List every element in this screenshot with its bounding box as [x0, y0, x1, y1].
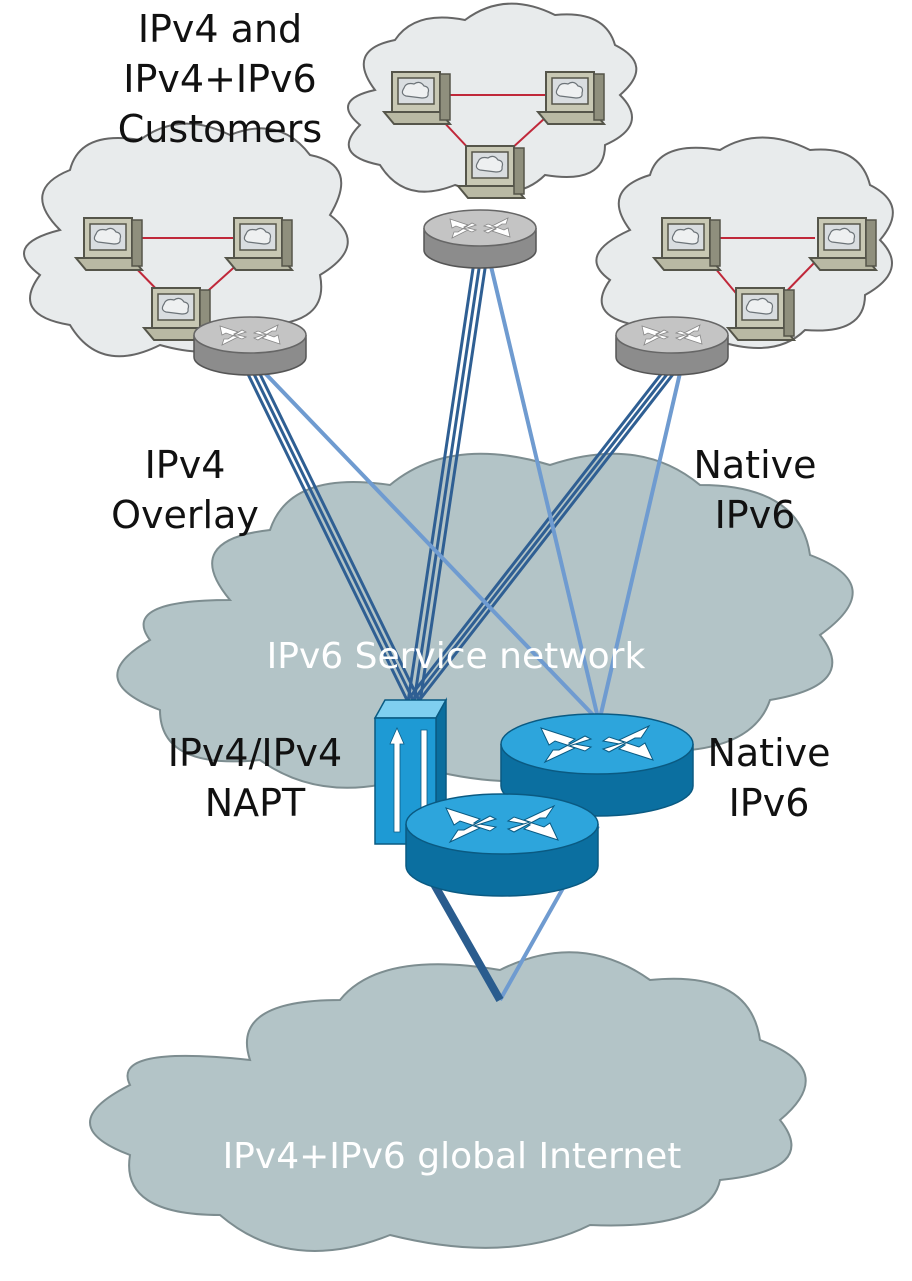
native-bottom-line1: Native — [707, 731, 831, 775]
napt-label-line1: IPv4/IPv4 — [167, 731, 343, 775]
customers-label-line3: Customers — [117, 107, 323, 151]
internet-label: IPv4+IPv6 global Internet — [223, 1136, 682, 1177]
customers-label: IPv4 and IPv4+IPv6 Customers — [114, 4, 326, 154]
overlay-label-line2: Overlay — [111, 493, 259, 537]
service-network-label: IPv6 Service network — [267, 636, 646, 677]
overlay-label: IPv4 Overlay — [100, 440, 270, 540]
customer-cloud-center — [347, 2, 638, 194]
overlay-label-line1: IPv4 — [144, 443, 226, 487]
native-ipv6-top-label: Native IPv6 — [690, 440, 820, 540]
customer-cloud-left — [23, 122, 349, 358]
service-network-cloud — [116, 452, 854, 789]
napt-label: IPv4/IPv4 NAPT — [150, 728, 360, 828]
native-top-line1: Native — [693, 443, 817, 487]
native-ipv6-links — [260, 261, 682, 1001]
native-bottom-line2: IPv6 — [728, 781, 810, 825]
internet-cloud — [89, 951, 807, 1252]
ipv4-overlay-links — [244, 261, 676, 703]
customers-label-line1: IPv4 and — [137, 7, 303, 51]
customers-label-line2: IPv4+IPv6 — [123, 57, 317, 101]
native-top-line2: IPv6 — [714, 493, 796, 537]
napt-label-line2: NAPT — [204, 781, 306, 825]
native-ipv6-bottom-label: Native IPv6 — [704, 728, 834, 828]
